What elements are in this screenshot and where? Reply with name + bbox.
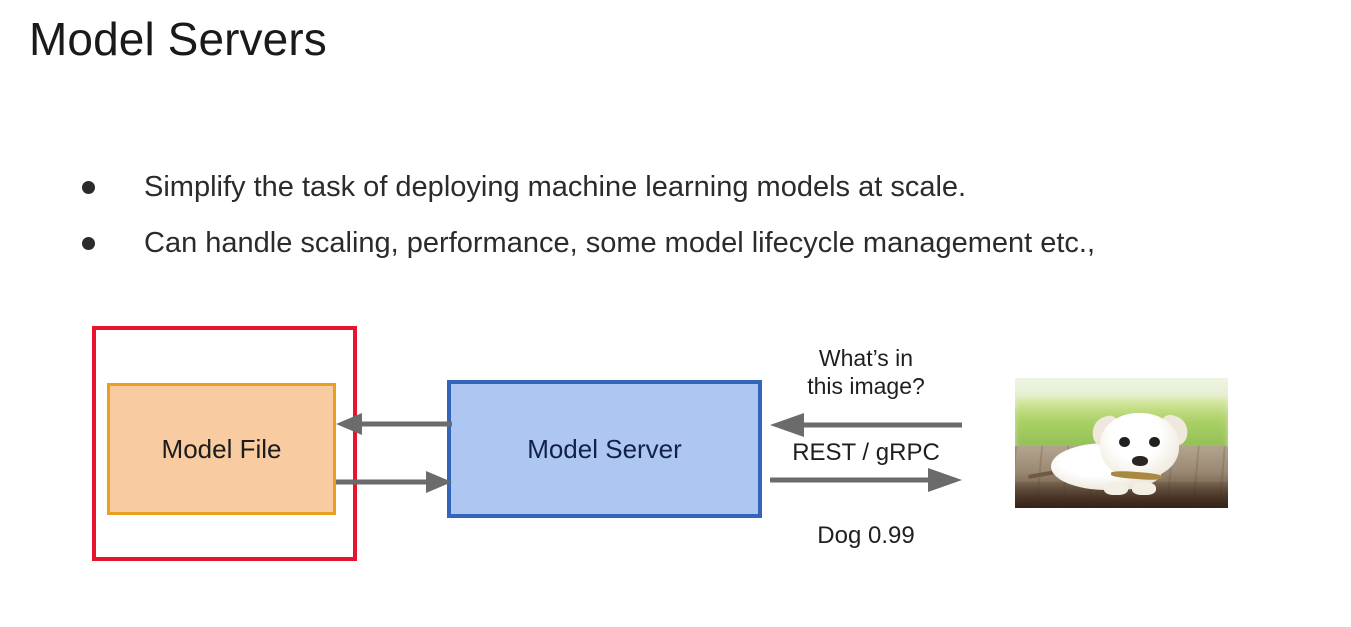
puppy-photo bbox=[1015, 378, 1228, 508]
arrow-right-inner-icon bbox=[336, 471, 452, 493]
model-file-label: Model File bbox=[161, 433, 282, 464]
list-item: Can handle scaling, performance, some mo… bbox=[82, 224, 1312, 262]
bullet-text: Simplify the task of deploying machine l… bbox=[144, 171, 967, 203]
puppy-nose bbox=[1132, 456, 1149, 467]
puppy-paw-left bbox=[1104, 482, 1128, 495]
red-highlight-frame bbox=[92, 326, 357, 561]
puppy-paw-right bbox=[1132, 482, 1156, 495]
arrow-right-outer-icon bbox=[770, 468, 962, 492]
model-server-box: Model Server bbox=[447, 380, 762, 518]
bullet-dot-icon bbox=[82, 181, 95, 194]
puppy-head bbox=[1100, 413, 1179, 479]
puppy-eye-left bbox=[1119, 436, 1130, 447]
response-caption: Dog 0.99 bbox=[817, 522, 915, 549]
bullet-list: Simplify the task of deploying machine l… bbox=[82, 168, 1312, 281]
model-server-label: Model Server bbox=[527, 433, 682, 464]
arrow-left-inner-icon bbox=[336, 413, 452, 435]
request-caption-line-2: this image? bbox=[807, 373, 925, 400]
puppy-eye-right bbox=[1149, 436, 1160, 447]
request-caption-line-1: What’s in bbox=[818, 345, 914, 371]
request-caption: What’s in this image? bbox=[770, 344, 962, 400]
list-item: Simplify the task of deploying machine l… bbox=[82, 168, 1312, 206]
model-file-box: Model File bbox=[107, 383, 336, 515]
bullet-dot-icon bbox=[82, 237, 95, 251]
page-title: Model Servers bbox=[29, 13, 327, 65]
bullet-text: Can handle scaling, performance, some mo… bbox=[144, 227, 1096, 260]
protocol-caption: REST / gRPC bbox=[792, 439, 940, 466]
arrow-left-outer-icon bbox=[770, 413, 962, 437]
